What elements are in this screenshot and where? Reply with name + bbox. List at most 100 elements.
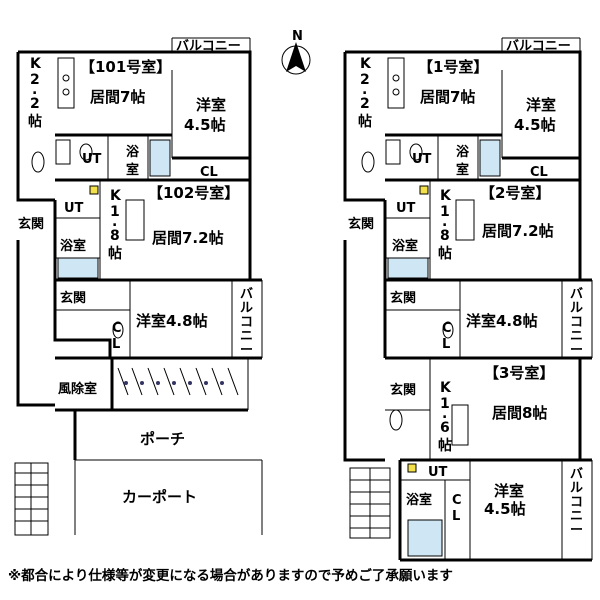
unit-102-ut: UT: [64, 201, 84, 216]
unit-101-bath-1: 浴: [126, 144, 140, 160]
unit-102-label: 【102号室】: [148, 184, 239, 202]
building-a-common: 玄関 風除室 ポーチ カーポート: [18, 216, 197, 506]
carport: カーポート: [122, 488, 197, 506]
unit-3-western-b: 4.5帖: [484, 500, 526, 518]
unit-101-kitchen-jo: 帖: [28, 113, 42, 130]
unit-2-kitchen-dot: .: [442, 214, 447, 230]
unit-102-kitchen-jo: 帖: [108, 245, 122, 262]
unit-3-kitchen-dot: .: [442, 406, 447, 422]
unit-102-western: 洋室4.8帖: [136, 312, 208, 330]
unit-2-balcony-2: ル: [570, 301, 583, 316]
building-b-walls: [343, 37, 593, 562]
unit-1-kitchen-dot: .: [362, 82, 367, 98]
unit-101-bath-2: 室: [126, 162, 139, 178]
unit-101-kitchen-2b: 2: [30, 96, 40, 112]
unit-101-balcony: バルコニー: [176, 39, 241, 54]
unit-1-bath-2: 室: [456, 162, 469, 178]
unit-2-label: 【2号室】: [480, 184, 550, 202]
unit-3-kitchen-jo: 帖: [438, 437, 452, 454]
unit-102-kitchen-dot: .: [112, 214, 117, 230]
north-label: N: [292, 29, 303, 44]
unit-1-label: 【1号室】: [418, 58, 488, 76]
unit-101-living: 居間7帖: [90, 88, 145, 106]
windbreak-room: 風除室: [58, 381, 97, 397]
unit-102-kitchen-8: 8: [110, 228, 120, 244]
unit-1-ut: UT: [412, 152, 432, 167]
unit-101-label: 【101号室】: [80, 58, 171, 76]
unit-102-balcony-5: ー: [240, 343, 253, 358]
unit-1-entrance: 玄関: [348, 216, 374, 232]
unit-2-kitchen-jo: 帖: [438, 245, 452, 262]
disclaimer-note: ※都合により仕様等が変更になる場合がありますので予めご了承願います: [8, 567, 453, 584]
unit-2: 【2号室】 K 1 . 8 帖 居間7.2帖 洋室4.8帖 UT 浴室 玄関 C…: [390, 184, 583, 358]
unit-3-label: 【3号室】: [484, 364, 554, 382]
unit-3-cl-c: C: [452, 493, 462, 508]
porch: ポーチ: [140, 430, 185, 448]
unit-102-cl-c: C: [112, 321, 122, 336]
unit-102-entrance: 玄関: [60, 290, 86, 306]
unit-3: 玄関 【3号室】 玄関 K 1 . 6 帖 居間8帖 UT 浴室 C L 洋室 …: [348, 216, 583, 538]
unit-3-kitchen-6: 6: [440, 420, 450, 436]
unit-3-balcony-5: ー: [570, 523, 583, 538]
unit-1-kitchen-2b: 2: [360, 96, 370, 112]
unit-1-western-b: 4.5帖: [514, 116, 556, 134]
unit-3-entrance: 玄関: [390, 382, 416, 398]
unit-2-western: 洋室4.8帖: [466, 312, 538, 330]
unit-2-kitchen-k: K: [440, 188, 452, 204]
unit-102-balcony-4: ニ: [240, 329, 253, 344]
unit-101-entrance: 玄関: [18, 216, 44, 232]
unit-3-living: 居間8帖: [492, 404, 547, 422]
unit-101-cl: CL: [200, 165, 218, 180]
unit-2-balcony-4: ニ: [570, 329, 583, 344]
unit-3-ut: UT: [428, 465, 448, 480]
unit-1-living: 居間7帖: [420, 88, 475, 106]
fixtures-a: [31, 57, 171, 339]
unit-102: 【102号室】 K 1 . 8 帖 居間7.2帖 洋室4.8帖 UT 浴室 玄関…: [60, 184, 253, 358]
bicycle-parking-a: [117, 367, 239, 396]
unit-2-kitchen-8: 8: [440, 228, 450, 244]
unit-102-kitchen-1: 1: [110, 204, 120, 220]
unit-2-balcony-5: ー: [570, 343, 583, 358]
unit-1: 【1号室】 K 2 . 2 帖 居間7帖 洋室 4.5帖 UT 浴 室 CL バ…: [358, 39, 571, 180]
unit-2-kitchen-1: 1: [440, 204, 450, 220]
unit-3-balcony-4: ニ: [570, 509, 583, 524]
unit-3-balcony-2: ル: [570, 481, 583, 496]
unit-101-kitchen-k: K: [30, 56, 42, 72]
north-arrow-icon: N: [281, 29, 311, 75]
unit-1-kitchen-k: K: [360, 56, 372, 72]
unit-2-ut: UT: [396, 201, 416, 216]
unit-2-balcony-1: バ: [570, 287, 583, 302]
unit-2-cl-c: C: [442, 321, 452, 336]
unit-1-balcony: バルコニー: [506, 39, 571, 54]
unit-3-cl-l: L: [452, 509, 460, 524]
unit-102-kitchen-k: K: [110, 188, 122, 204]
unit-1-western-a: 洋室: [526, 96, 556, 114]
unit-101-ut: UT: [82, 152, 102, 167]
unit-1-kitchen-jo: 帖: [358, 113, 372, 130]
unit-2-balcony-3: コ: [570, 315, 583, 330]
unit-101: 【101号室】 K 2 . 2 帖 居間7帖 洋室 4.5帖 UT 浴 室 CL…: [28, 39, 241, 180]
unit-102-balcony-1: バ: [240, 287, 253, 302]
unit-101-kitchen-2: 2: [30, 72, 40, 88]
unit-101-western-a: 洋室: [196, 96, 226, 114]
unit-102-living: 居間7.2帖: [152, 229, 224, 247]
unit-3-kitchen-1: 1: [440, 396, 450, 412]
unit-3-western-a: 洋室: [494, 482, 524, 500]
unit-3-balcony-1: バ: [570, 467, 583, 482]
unit-1-kitchen-2: 2: [360, 72, 370, 88]
unit-102-cl-l: L: [112, 337, 120, 352]
fixtures-b: [361, 57, 501, 557]
unit-2-bath: 浴室: [392, 238, 418, 254]
unit-2-entrance: 玄関: [390, 290, 416, 306]
unit-3-kitchen-k: K: [440, 380, 452, 396]
unit-1-cl: CL: [530, 165, 548, 180]
unit-2-cl-l: L: [442, 337, 450, 352]
unit-102-balcony-3: コ: [240, 315, 253, 330]
unit-1-bath-1: 浴: [456, 144, 470, 160]
unit-102-bath: 浴室: [60, 238, 86, 254]
unit-102-balcony-2: ル: [240, 301, 253, 316]
unit-2-living: 居間7.2帖: [482, 222, 554, 240]
building-a-walls: [14, 37, 263, 536]
unit-101-western-b: 4.5帖: [184, 116, 226, 134]
